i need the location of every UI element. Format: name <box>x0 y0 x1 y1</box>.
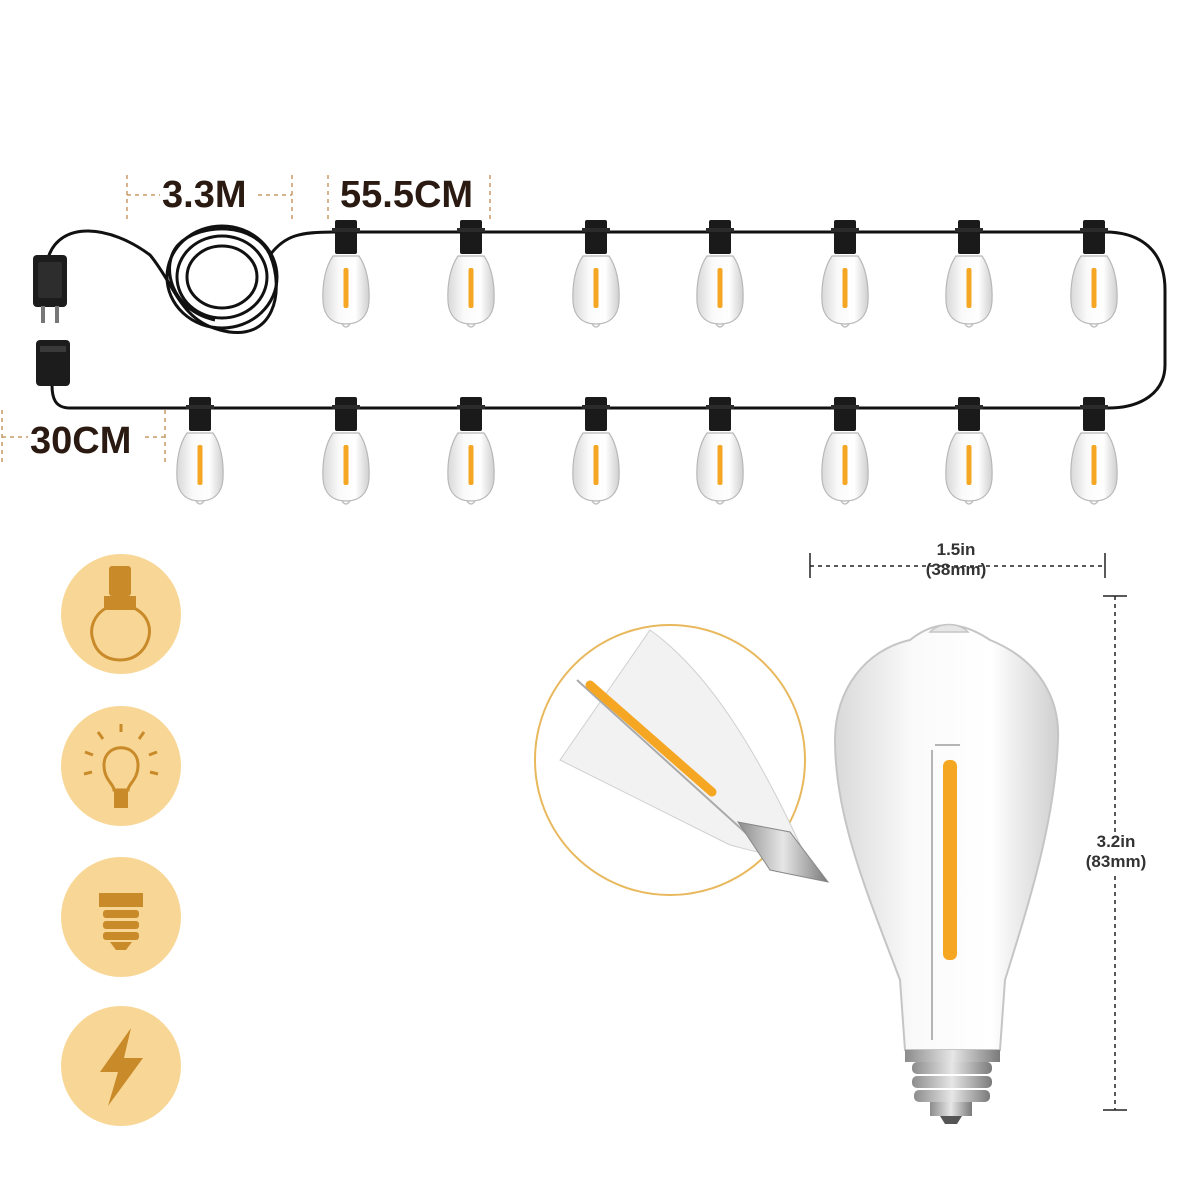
bulb-height-metric: 83mm <box>1091 852 1141 871</box>
top-row-bulbs <box>322 219 1118 328</box>
bulb-height-label: 3.2in (83mm) <box>1066 832 1166 872</box>
bulb-height-imperial: 3.2in <box>1096 832 1136 851</box>
e12-base-icon <box>61 857 181 977</box>
bottom-row-bulbs <box>176 396 1118 505</box>
bulb-width-metric: (38mm) <box>925 560 987 579</box>
bulb-width-label: 1.5in (38mm) <box>906 540 1006 580</box>
bulb-height-close-paren: ) <box>1140 852 1147 871</box>
bulb-width-dimension <box>809 553 1106 578</box>
large-bulb-illustration <box>833 623 1060 1124</box>
lead-cord-length: 3.3M <box>162 174 247 216</box>
glowing-bulb-icon <box>61 706 181 826</box>
lightning-icon <box>61 1006 181 1126</box>
filament-zoom-detail <box>534 624 830 896</box>
cable <box>46 224 1167 410</box>
end-cord-length: 30CM <box>30 420 132 462</box>
bulb-outline-icon <box>61 554 181 674</box>
male-plug-icon <box>33 255 67 323</box>
female-plug-icon <box>36 340 70 386</box>
bulb-spacing-length: 55.5CM <box>340 174 474 216</box>
bulb-height-open-paren: ( <box>1085 852 1092 871</box>
bulb-width-imperial: 1.5in <box>936 540 976 559</box>
dimension-guides <box>1 175 491 465</box>
